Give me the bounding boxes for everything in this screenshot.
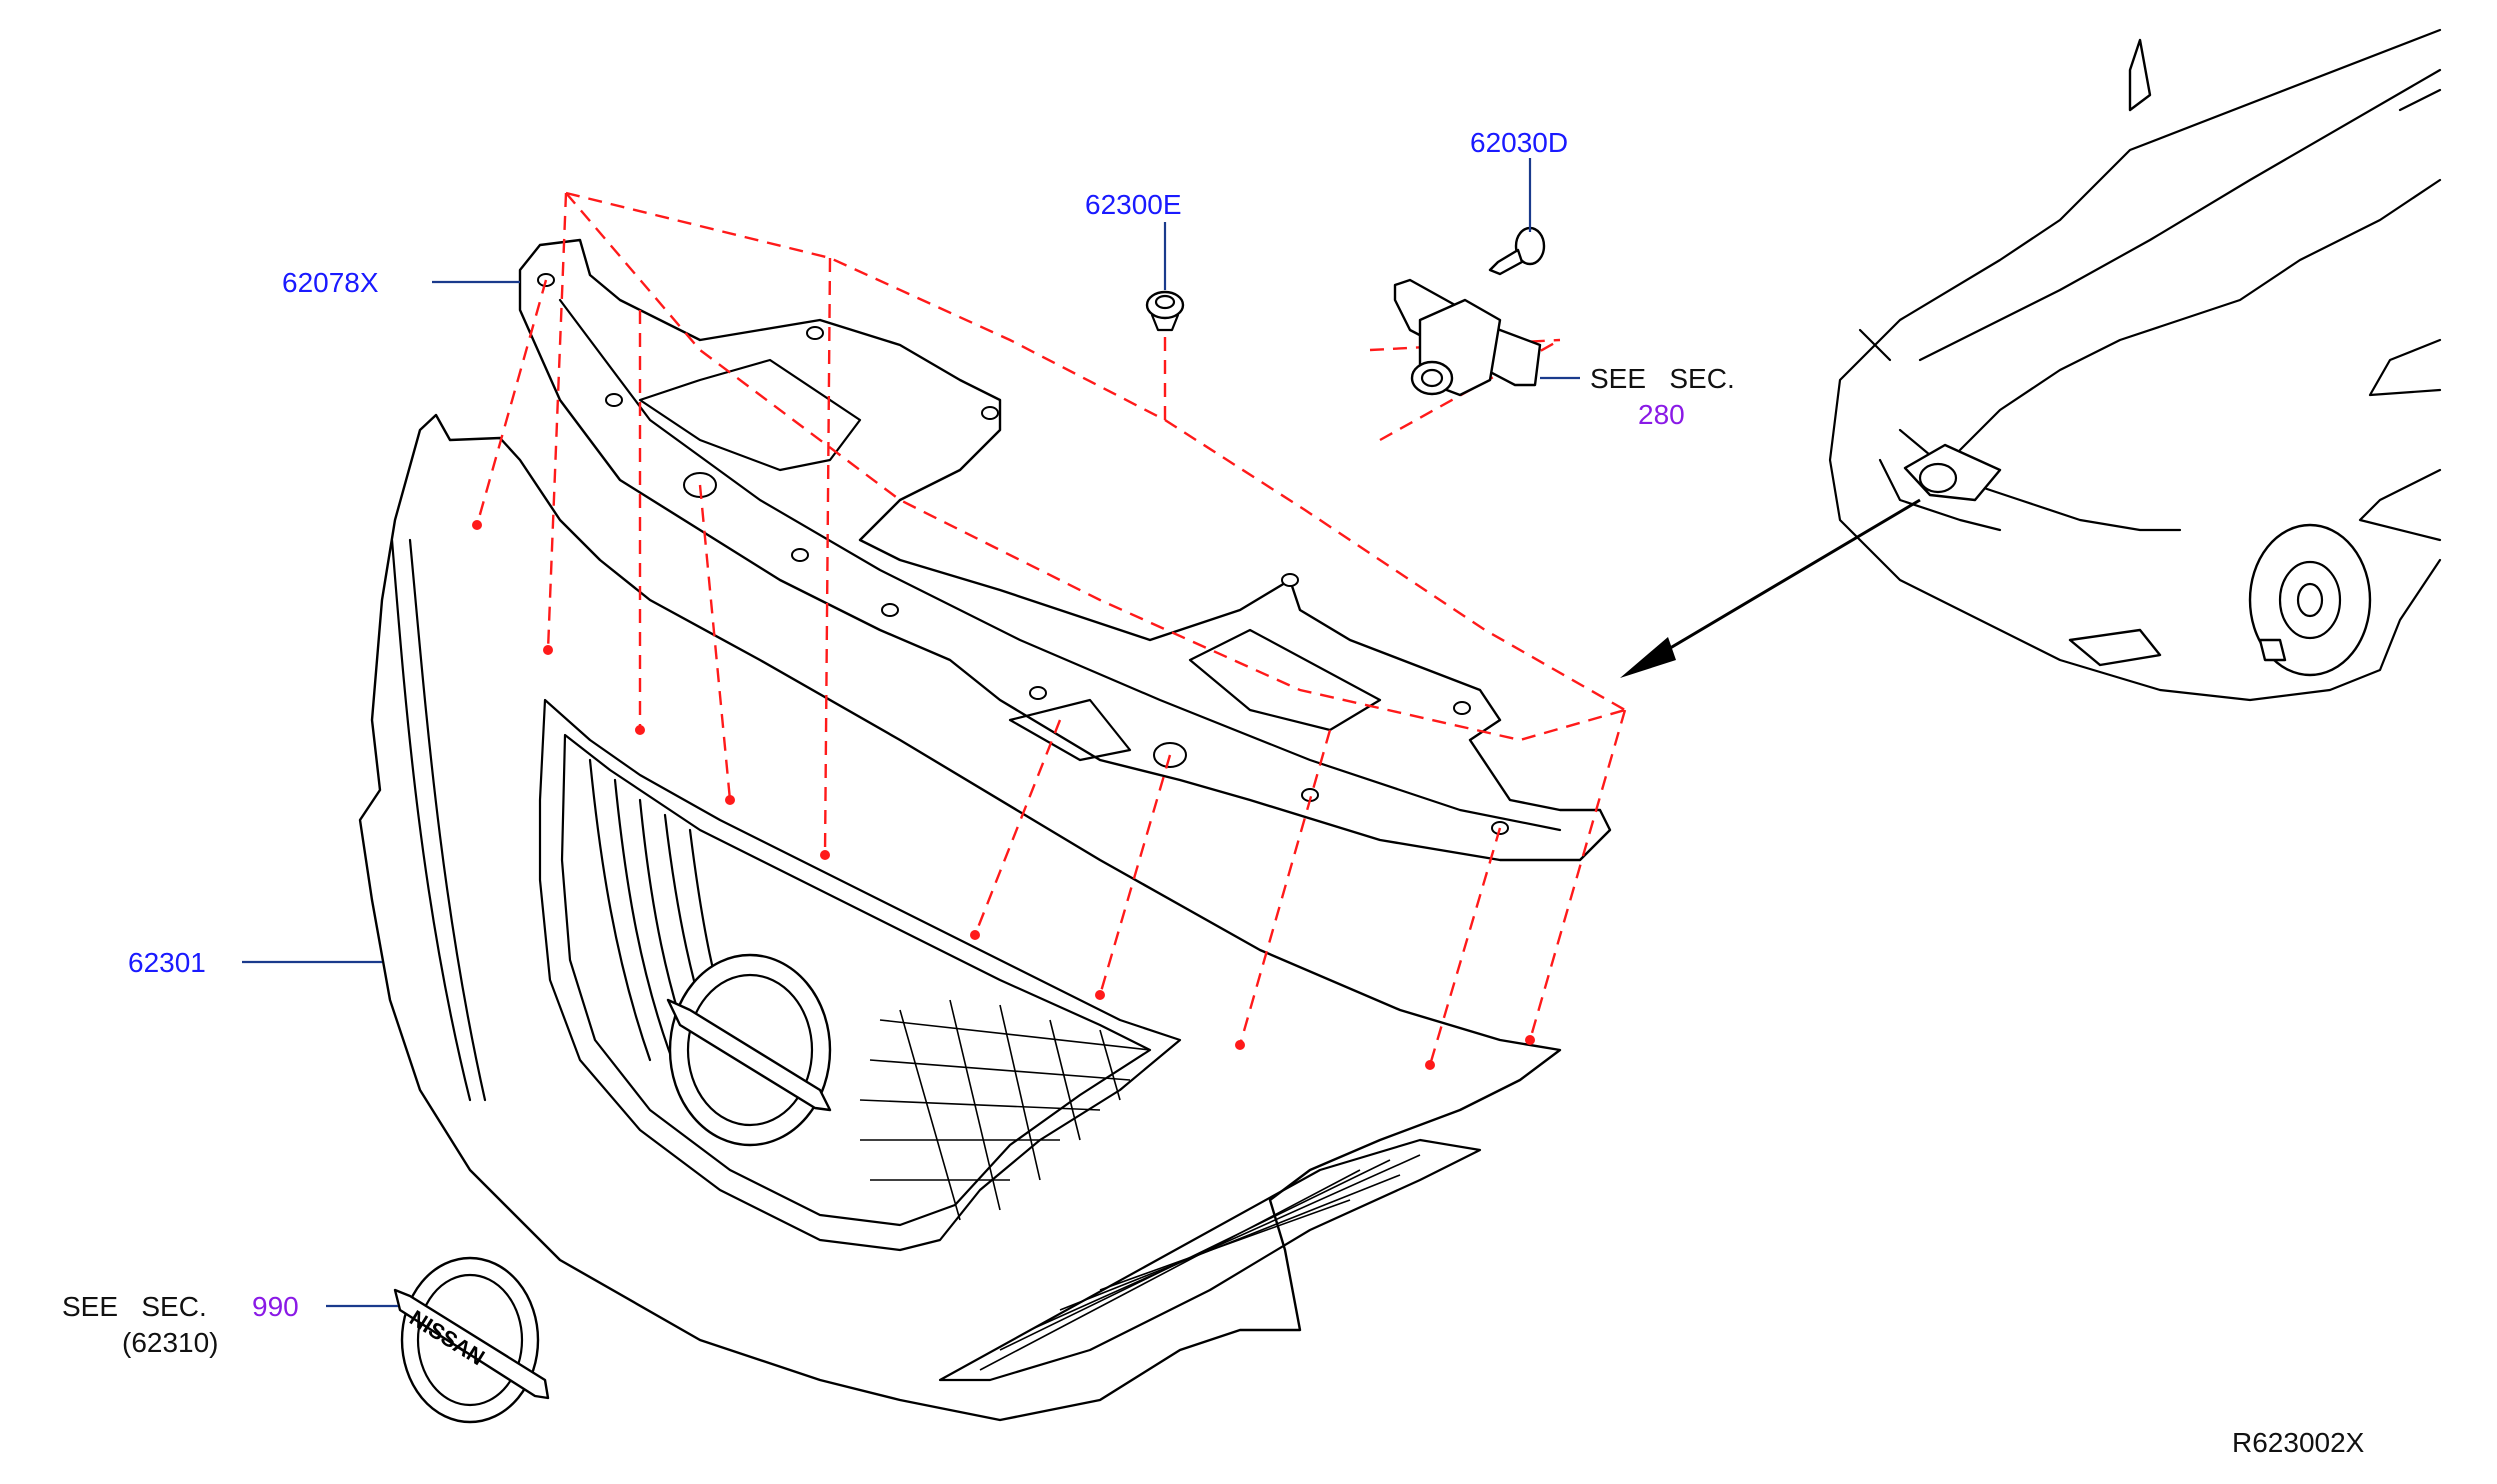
clip-62300e <box>1145 290 1185 332</box>
vehicle-front-view <box>1828 28 2442 702</box>
bolt-62030d <box>1488 226 1546 276</box>
callout-62301: 62301 <box>128 947 206 978</box>
sub-ref-62310: (62310) <box>122 1327 219 1358</box>
leader-lines <box>242 158 1580 1308</box>
section-ref-280: 280 <box>1638 399 1685 430</box>
section-ref-990: 990 <box>252 1291 299 1322</box>
drawing-id: R623002X <box>2232 1427 2365 1458</box>
see-sec-label-top: SEE SEC. <box>1590 363 1735 394</box>
front-grille-assembly <box>358 413 1562 1422</box>
camera-bracket <box>1393 278 1542 397</box>
callout-62030d: 62030D <box>1470 127 1568 158</box>
grille-mesh-pattern <box>859 999 1151 1221</box>
callout-62078x: 62078X <box>282 267 379 298</box>
see-sec-label-bottom: SEE SEC. <box>62 1291 207 1322</box>
grille-emblem <box>666 953 832 1147</box>
lower-grille-mesh <box>938 1138 1482 1382</box>
callout-62300e: 62300E <box>1085 189 1182 220</box>
nissan-emblem: NISSAN <box>393 1256 550 1424</box>
direction-arrow <box>1620 498 1921 678</box>
